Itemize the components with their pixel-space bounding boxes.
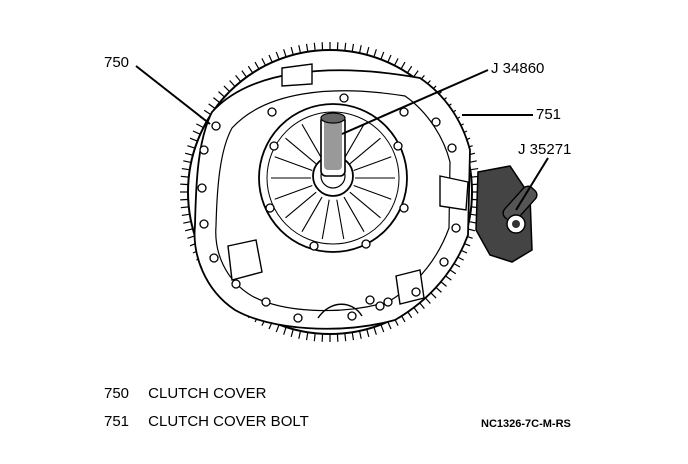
bolt-hole <box>231 279 241 289</box>
bolt-hole <box>199 219 209 229</box>
bolt-hole <box>209 253 219 263</box>
cover-tab-left <box>227 239 263 281</box>
bolt-hole <box>197 183 207 193</box>
spring-finger <box>349 191 381 219</box>
bolt-hole <box>265 203 275 213</box>
cover-tab-bottom-right <box>395 269 425 305</box>
callout-751: 751 <box>536 106 562 123</box>
bolt-hole <box>269 141 279 151</box>
cover-tab-top <box>281 63 313 87</box>
bolt-hole <box>399 203 409 213</box>
cover-bolt-holes <box>197 93 461 323</box>
bolt-hole <box>447 143 457 153</box>
bolt-hole <box>411 287 421 297</box>
spring-finger <box>321 199 330 240</box>
bolt-hole <box>365 295 375 305</box>
callout-750: 750 <box>104 54 130 71</box>
flywheel-holding-tool <box>475 165 538 263</box>
cover-tab-right <box>439 175 469 211</box>
spring-finger <box>349 137 381 165</box>
bolt-hole <box>361 239 371 249</box>
legend-number: 750 <box>104 385 130 402</box>
spring-finger <box>343 124 365 160</box>
bolt-hole <box>375 301 385 311</box>
bolt-hole <box>309 241 319 251</box>
legend-item: 750 CLUTCH COVER <box>104 386 267 402</box>
bolt-hole <box>261 297 271 307</box>
spring-finger <box>353 156 392 171</box>
spring-finger <box>274 185 313 200</box>
spring-finger <box>301 124 323 160</box>
spring-finger <box>285 191 317 219</box>
leader-lines <box>135 65 549 211</box>
bolt-hole <box>439 257 449 267</box>
bolt-hole <box>347 311 357 321</box>
bolt-hole <box>393 141 403 151</box>
bolt-hole <box>267 107 277 117</box>
figure-id: NC1326-7C-M-RS <box>481 418 571 430</box>
callout-j34860: J 34860 <box>491 60 545 77</box>
bolt-hole <box>199 145 209 155</box>
legend-description: CLUTCH COVER <box>148 385 267 402</box>
spring-finger <box>336 199 345 240</box>
bolt-hole <box>451 223 461 233</box>
legend-item: 751 CLUTCH COVER BOLT <box>104 414 309 430</box>
bolt-hole <box>339 93 349 103</box>
diaphragm-spring-fingers <box>271 116 395 240</box>
alignment-tool <box>320 112 346 177</box>
callout-j35271: J 35271 <box>518 141 572 158</box>
bolt-hole <box>211 121 221 131</box>
bolt-hole <box>399 107 409 117</box>
cover-slot-bottom <box>317 303 363 319</box>
bolt-hole <box>383 297 393 307</box>
pressure-plate-inner <box>266 111 400 245</box>
spring-finger <box>301 196 323 232</box>
spring-finger <box>285 137 317 165</box>
bolt-hole <box>431 117 441 127</box>
spring-finger <box>343 196 365 232</box>
legend-number: 751 <box>104 413 130 430</box>
legend-description: CLUTCH COVER BOLT <box>148 413 309 430</box>
spring-finger <box>274 156 313 171</box>
spring-finger <box>353 185 392 200</box>
bolt-hole <box>293 313 303 323</box>
